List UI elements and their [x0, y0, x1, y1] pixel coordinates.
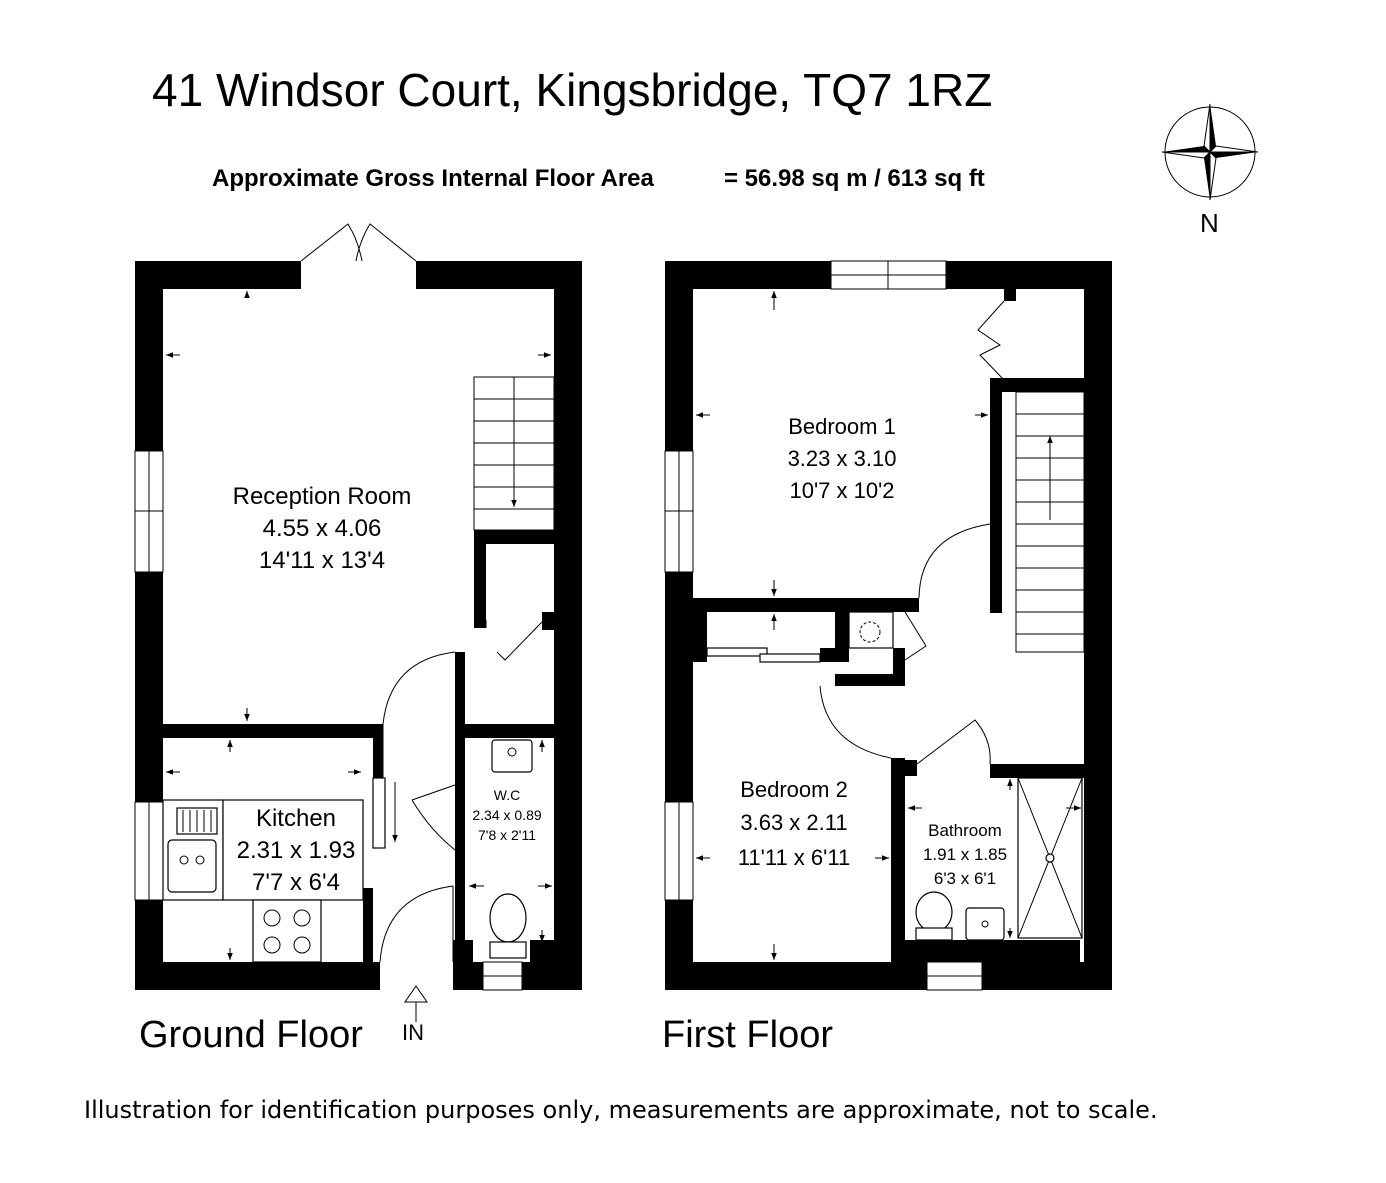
room-metric: 3.63 x 2.11 — [740, 810, 847, 835]
room-metric: 3.23 x 3.10 — [788, 446, 897, 471]
room-metric: 2.34 x 0.89 — [472, 807, 541, 823]
compass-rose-icon — [1161, 103, 1259, 201]
room-metric: 1.91 x 1.85 — [923, 845, 1007, 864]
room-metric: 2.31 x 1.93 — [237, 837, 356, 864]
room-metric: 4.55 x 4.06 — [263, 515, 382, 542]
room-name: Bedroom 2 — [740, 777, 848, 802]
plan-title: 41 Windsor Court, Kingsbridge, TQ7 1RZ — [152, 64, 992, 116]
floor-label: Ground Floor — [139, 1014, 363, 1056]
room-name: Bathroom — [928, 821, 1002, 840]
room-imperial: 6'3 x 6'1 — [934, 869, 996, 888]
area-value: = 56.98 sq m / 613 sq ft — [724, 165, 985, 192]
area-label: Approximate Gross Internal Floor Area — [212, 165, 655, 192]
room-imperial: 11'11 x 6'11 — [738, 845, 850, 870]
room-imperial: 14'11 x 13'4 — [259, 547, 385, 574]
room-name: W.C — [494, 787, 520, 803]
entrance-label: IN — [402, 1020, 424, 1045]
ground-floor-plan — [134, 223, 582, 1022]
room-name: Kitchen — [256, 805, 336, 832]
floor-label: First Floor — [662, 1014, 833, 1056]
disclaimer: Illustration for identification purposes… — [84, 1096, 1158, 1124]
room-imperial: 10'7 x 10'2 — [789, 478, 894, 503]
room-imperial: 7'7 x 6'4 — [252, 869, 340, 896]
room-imperial: 7'8 x 2'11 — [478, 827, 536, 843]
room-name: Reception Room — [233, 483, 412, 510]
first-floor-plan — [664, 260, 1112, 991]
room-name: Bedroom 1 — [788, 414, 896, 439]
north-label: N — [1200, 208, 1219, 238]
